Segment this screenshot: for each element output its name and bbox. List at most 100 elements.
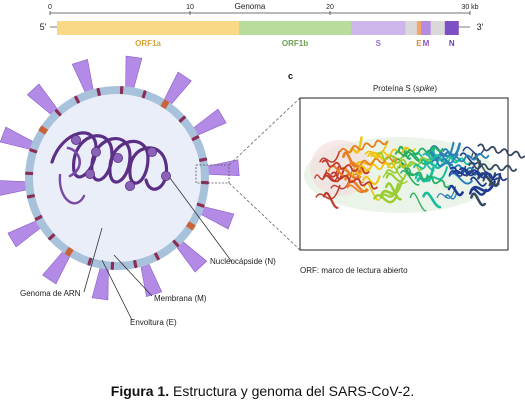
membrane-protein [34, 215, 43, 221]
caption-text: Estructura y genoma del SARS-CoV-2. [169, 383, 415, 399]
membrane-protein [96, 87, 101, 96]
membrane-protein [119, 86, 124, 95]
genome-segment-label: S [376, 39, 382, 48]
genome-segment [444, 21, 459, 35]
membrane-protein [110, 261, 115, 270]
spike-protein [206, 159, 240, 176]
spike-ribbon-strand [488, 172, 502, 188]
membrane-protein [133, 260, 138, 269]
spike-helix [467, 162, 518, 172]
envelope-protein [186, 221, 196, 231]
membrane-protein [87, 257, 93, 266]
spike-ribbon-strand [470, 176, 487, 187]
membrane-protein [191, 135, 200, 141]
spike-protein [163, 71, 192, 106]
membrane-protein [54, 108, 62, 117]
spike-helix [366, 146, 416, 159]
scale-tick-label: 0 [48, 4, 52, 11]
scale-tick-label: 30 kb [461, 4, 478, 11]
spike-ribbon-strand [462, 146, 485, 156]
membrane-protein [47, 233, 56, 241]
genome-segment [416, 21, 421, 35]
spike-zoom-box [195, 164, 230, 184]
spike-ribbon-strand [422, 191, 442, 209]
spike-helix [449, 166, 499, 181]
spike-helix [339, 139, 388, 154]
zoom-connectors [228, 97, 301, 251]
figure-caption: Figura 1. Estructura y genoma del SARS-C… [0, 383, 525, 399]
spike-protein [7, 219, 42, 248]
spike-protein [42, 250, 71, 285]
spike-helix [422, 152, 472, 166]
membrane-protein [74, 95, 80, 104]
membrane-label: Membrana (M) [154, 294, 207, 303]
caption-label: Figura 1. [110, 383, 170, 399]
spike-helix [431, 159, 480, 175]
genome-segment-label: E [416, 39, 422, 48]
spike-ribbon-strand [406, 153, 432, 166]
spike-protein [26, 83, 59, 116]
spike-ribbon-strand [346, 179, 369, 193]
envelope-protein [38, 125, 48, 135]
genome-segment-label: ORF1a [135, 39, 161, 48]
spike-protein [91, 266, 109, 301]
membrane-protein [154, 252, 160, 261]
envelope-protein [64, 247, 74, 257]
spike-helix [321, 159, 370, 175]
spike-protein [140, 262, 163, 298]
spike-ribbon-strand [373, 194, 399, 204]
spike-ribbon-strand [428, 166, 448, 182]
membrane-protein [141, 90, 147, 99]
spike-ribbon-strand [379, 182, 400, 200]
spike-ribbon-strand [443, 142, 461, 157]
spike-protein [0, 180, 28, 196]
spike-ribbon-strand [362, 175, 381, 185]
spike-helix [330, 171, 378, 190]
genome-segment [405, 21, 417, 35]
genome-segment [351, 21, 406, 35]
spike-protein-structure [304, 136, 525, 213]
spike-ribbon-strand [447, 184, 464, 197]
spike-ribbon-strand [323, 192, 339, 209]
panel-letter: c [288, 71, 293, 81]
scale-tick-label: 10 [186, 4, 194, 11]
spike-protein [0, 126, 35, 151]
spike-helix [477, 143, 525, 159]
spike-ribbon-strand [400, 170, 420, 186]
membrane-protein [178, 115, 187, 123]
spike-ribbon-strand [319, 150, 341, 163]
spike-ribbon-strand [416, 166, 435, 183]
genome-segment-label: M [423, 39, 430, 48]
orf-note: ORF: marco de lectura abierto [300, 266, 408, 275]
three-prime-label: 3' [477, 22, 484, 32]
spike-ribbon-strand [384, 182, 402, 201]
spike-helix [458, 167, 508, 182]
spike-ribbon-strand [380, 179, 404, 196]
spike-protein [192, 108, 227, 137]
spike-ribbon-strand [322, 169, 345, 183]
spike-protein-panel: c Proteína S (spike) [288, 71, 525, 251]
genome-segment-label: ORF1b [282, 39, 308, 48]
envelope-protein [160, 99, 170, 109]
genome-segment [239, 21, 351, 35]
membrane-protein [172, 239, 180, 248]
genome-title: Genoma [235, 2, 266, 11]
spike-ribbon-strand [315, 184, 341, 200]
leader-lines [83, 177, 233, 321]
spike-protein [71, 58, 94, 94]
spike-ribbon-strand [459, 152, 478, 165]
genome-segment-label: N [449, 39, 455, 48]
genome-segment [57, 21, 239, 35]
membrane-protein [196, 202, 205, 208]
spike-helix [440, 152, 490, 164]
five-prime-label: 5' [40, 22, 47, 32]
spike-helix [394, 146, 444, 157]
membrane-protein [25, 171, 34, 176]
spike-ribbon-strand [409, 192, 427, 212]
spike-proteins [0, 55, 240, 301]
genome-segment [430, 21, 445, 35]
membrane-proteins [25, 86, 209, 270]
